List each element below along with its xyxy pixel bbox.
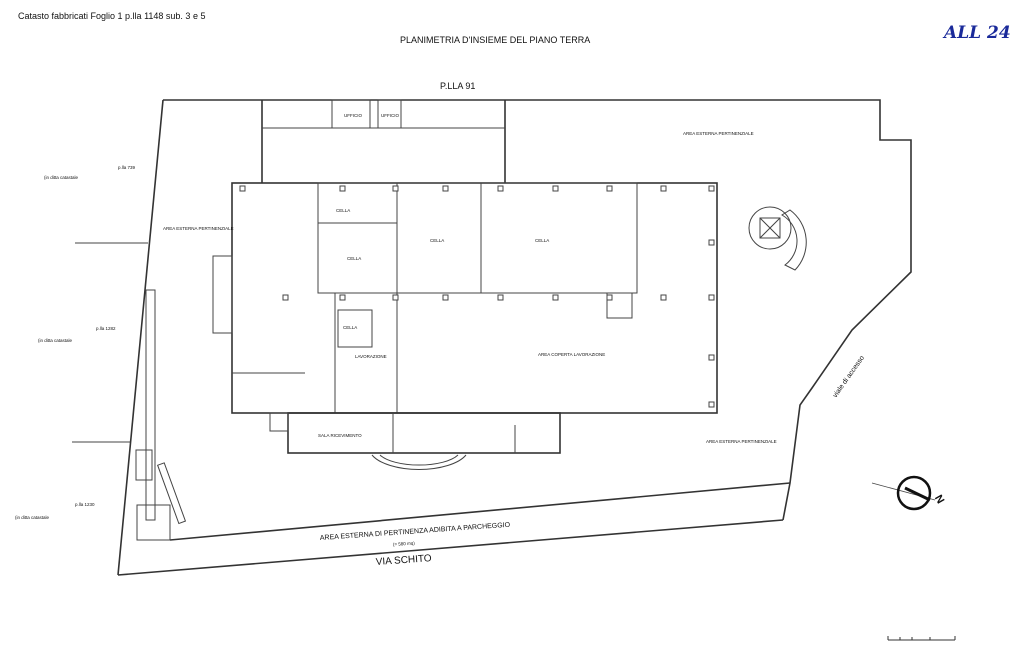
drawing-title: PLANIMETRIA D'INSIEME DEL PIANO TERRA: [400, 35, 590, 45]
room-label: UFFICIO: [344, 113, 362, 118]
room-label: CELLA: [343, 325, 357, 330]
stair-well: [269, 412, 289, 432]
parking-edge: [169, 482, 791, 541]
parking-label: AREA ESTERNA DI PERTINENZA ADIBITA A PAR…: [320, 522, 511, 542]
area-label: AREA ESTERNA PERTINENZIALE: [683, 131, 754, 136]
parcel-owner: (in ditta catastale: [15, 515, 50, 520]
room-label: CELLA: [336, 208, 350, 213]
entrance-steps: [371, 454, 467, 470]
handwritten-annotation: ALL 24: [942, 23, 1011, 43]
parcel-label: p.lla 1282: [96, 326, 116, 331]
north-parcel-label: P.LLA 91: [440, 81, 475, 91]
tower: [748, 206, 792, 250]
tower-core: [759, 217, 781, 239]
small-structure: [136, 504, 171, 541]
columns: [239, 185, 715, 408]
cell-room: [480, 182, 638, 294]
small-structure: [135, 449, 153, 481]
main-building: [231, 182, 718, 414]
cell-room: [337, 309, 373, 348]
parcel-label: p.lla 1230: [75, 502, 95, 507]
parking-size: (= 580 mq): [393, 540, 416, 547]
room-label: CELLA: [347, 256, 361, 261]
area-label: AREA ESTERNA PERTINENZIALE: [163, 226, 234, 231]
street-edge: [117, 519, 784, 576]
cadastre-reference: Catasto fabbricati Foglio 1 p.lla 1148 s…: [18, 11, 205, 21]
room-label: SALA RICEVIMENTO: [318, 433, 362, 438]
cross-mark: [759, 217, 781, 239]
pilaster: [212, 255, 233, 334]
west-boundary: [117, 99, 164, 576]
access-road-label: viale di accesso: [832, 355, 866, 400]
parcel-owner: (in ditta catastale: [38, 338, 73, 343]
cell-room: [317, 182, 398, 224]
room-label: AREA COPERTA LAVORAZIONE: [538, 352, 605, 357]
front-wing: [287, 412, 561, 454]
boundary-strip: [145, 289, 156, 521]
office-room: [377, 99, 402, 129]
north-label: N: [932, 493, 946, 506]
room-label: CELLA: [535, 238, 549, 243]
ramp: [156, 462, 187, 525]
north-arrow-icon: N: [871, 475, 946, 511]
street-label: VIA SCHITO: [375, 553, 432, 568]
lot-boundary: [163, 99, 912, 521]
parcel-label: p.lla 739: [118, 165, 136, 170]
parcel-owner: (in ditta catastale: [44, 175, 79, 180]
room-label: CELLA: [430, 238, 444, 243]
room-label: LAVORAZIONE: [355, 354, 387, 359]
room-niche: [606, 292, 633, 319]
room-label: UFFICIO: [381, 113, 399, 118]
office-room: [331, 99, 371, 129]
area-label: AREA ESTERNA PERTINENZIALE: [706, 439, 777, 444]
tower-ramp: [781, 209, 807, 271]
scale-bar: [887, 636, 956, 641]
